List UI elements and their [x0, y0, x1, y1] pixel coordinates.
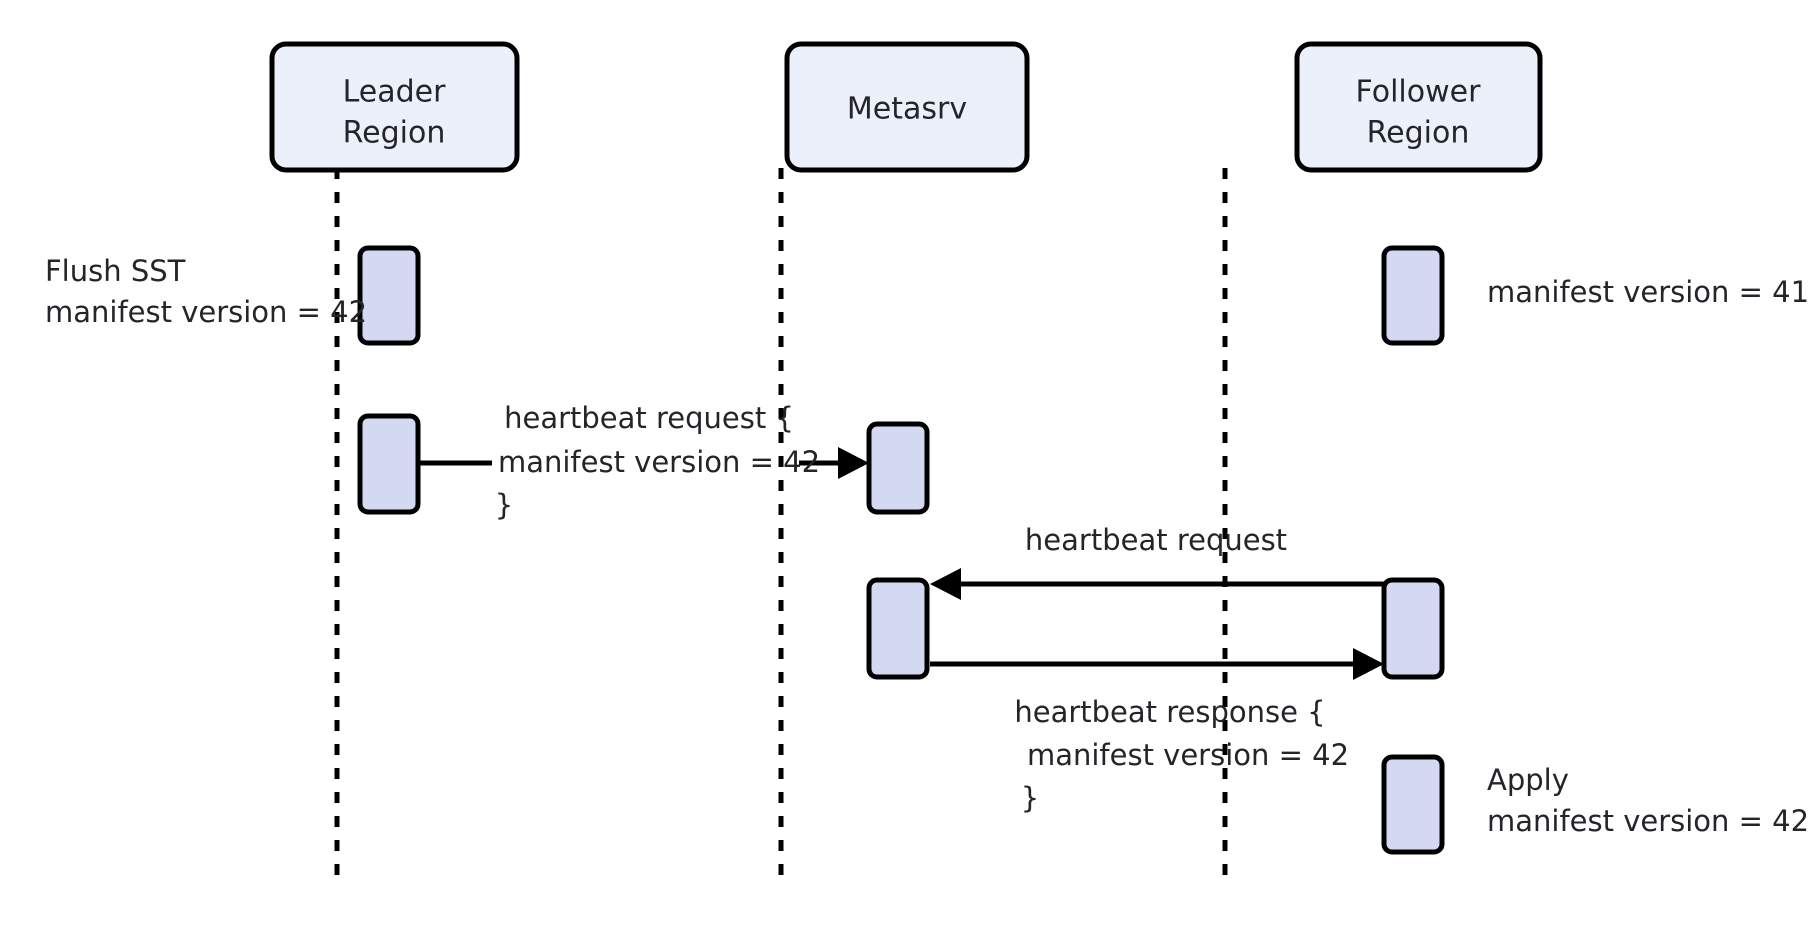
note-flush-sst: Flush SST manifest version = 42 — [45, 254, 367, 329]
message-2-label-line1: heartbeat request — [1025, 523, 1287, 557]
note-flush-sst-line1: Flush SST — [45, 254, 186, 288]
participant-box-follower[interactable] — [1294, 41, 1543, 173]
participant-label-metasrv-line1: Metasrv — [847, 92, 967, 127]
participant-label-follower-line1: Follower — [1356, 75, 1482, 110]
activation-follower-initial — [1381, 245, 1445, 346]
participant-box-metasrv[interactable] — [784, 41, 1030, 173]
note-apply: Apply manifest version = 42 — [1487, 763, 1808, 838]
message-1-arrow-head — [838, 447, 869, 479]
participant-follower[interactable]: Follower Region — [1294, 41, 1543, 173]
message-1-label-line3: } — [495, 488, 513, 522]
participant-label-leader-line1: Leader — [343, 75, 447, 110]
note-flush-sst-line2: manifest version = 42 — [45, 295, 367, 329]
message-2-arrow-head — [930, 568, 961, 600]
message-1-label-line1: heartbeat request { — [504, 401, 794, 435]
message-1-label-line2: manifest version = 42 — [498, 445, 820, 479]
participant-label-follower-line2: Region — [1367, 116, 1470, 151]
message-3-label-line2: manifest version = 42 — [1027, 738, 1349, 772]
note-follower-version: manifest version = 41 — [1487, 275, 1808, 309]
message-heartbeat-request-follower[interactable]: heartbeat request — [930, 523, 1384, 600]
activation-metasrv-follower-exchange — [866, 577, 930, 680]
note-apply-line1: Apply — [1487, 763, 1569, 797]
message-heartbeat-request-leader[interactable]: heartbeat request { manifest version = 4… — [418, 401, 869, 522]
participant-label-leader-line2: Region — [343, 116, 446, 151]
activation-leader-heartbeat — [357, 413, 421, 515]
message-heartbeat-response[interactable]: heartbeat response { manifest version = … — [930, 648, 1384, 815]
participant-metasrv[interactable]: Metasrv — [784, 41, 1030, 173]
note-follower-version-line1: manifest version = 41 — [1487, 275, 1808, 309]
message-3-label-line1: heartbeat response { — [1014, 695, 1325, 729]
participant-box-leader[interactable] — [269, 41, 520, 173]
note-apply-line2: manifest version = 42 — [1487, 804, 1808, 838]
activation-follower-exchange — [1381, 577, 1445, 680]
message-3-label-line3: } — [1021, 781, 1039, 815]
activation-follower-apply — [1381, 754, 1445, 855]
message-3-arrow-head — [1353, 648, 1384, 680]
participant-leader[interactable]: Leader Region — [269, 41, 520, 173]
activation-leader-flush — [357, 245, 421, 346]
activation-metasrv-recv-leader — [866, 421, 930, 515]
